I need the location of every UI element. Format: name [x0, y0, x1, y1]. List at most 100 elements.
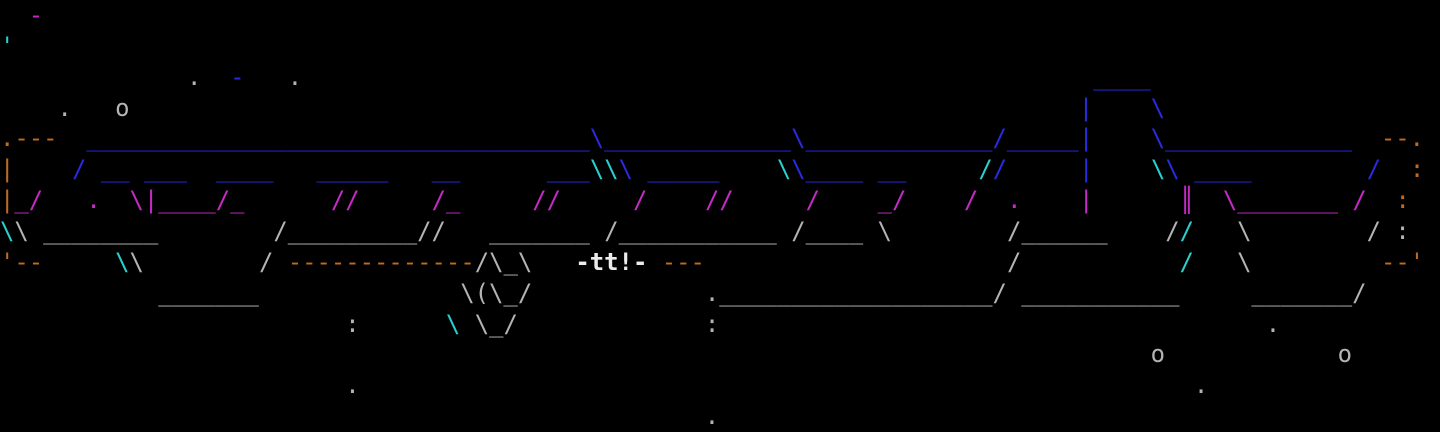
art-segment-orange: | [0, 186, 15, 215]
art-segment-gray: / [1352, 278, 1367, 307]
art-segment-gray: // [417, 217, 446, 246]
art-segment-gray: ___________ [618, 217, 777, 246]
art-segment-gray: . [1193, 371, 1209, 400]
art-segment-blue: _____ [1006, 124, 1079, 153]
art-segment-gray: ________ [43, 217, 159, 246]
art-segment-gray: _______ [1251, 278, 1353, 307]
art-segment-gray: / [992, 278, 1007, 307]
art-segment-orange: --. [1380, 124, 1425, 153]
art-segment-gray: . [704, 402, 720, 431]
art-segment-orange: --- [661, 247, 705, 276]
art-segment-orange: '-- [0, 247, 44, 276]
art-segment-blue: __ [100, 155, 130, 184]
art-segment-gray: \ [1237, 217, 1252, 246]
art-segment-gray: : [345, 309, 360, 338]
art-segment-gray: ___________ [1021, 278, 1180, 307]
art-segment-gray: \(\_/ [460, 278, 533, 307]
art-segment-magenta: // [704, 186, 734, 215]
art-segment-orange: ------------- [287, 247, 475, 276]
art-segment-gray: : [1395, 217, 1410, 246]
art-segment-gray: \ [14, 217, 29, 246]
art-segment-blue: ____ [1194, 155, 1252, 184]
art-segment-magenta: ║ [1179, 186, 1195, 215]
art-segment-gray: / [258, 247, 274, 276]
art-segment-blue: \ [1150, 93, 1166, 122]
art-segment-blue: _____________ [604, 124, 792, 153]
art-segment-magenta: // [532, 186, 562, 215]
art-segment-gray: \ [129, 247, 144, 276]
art-segment-orange: | [0, 155, 15, 184]
art-segment-magenta: . [86, 186, 101, 215]
art-segment-blue: __ [877, 155, 907, 184]
art-segment-blue: - [230, 62, 245, 91]
art-segment-magenta: / [1352, 186, 1367, 215]
art-segment-orange: : [1409, 155, 1425, 184]
art-segment-blue: _____ [316, 155, 389, 184]
art-segment-gray: ___________________ [719, 278, 993, 307]
art-segment-gray: . [186, 62, 202, 91]
art-segment-blue: _____________ [1165, 124, 1353, 153]
art-segment-gray: . [287, 62, 303, 91]
art-segment-blue: \ [791, 124, 806, 153]
art-segment-blue: ___ [546, 155, 590, 184]
art-segment-magenta: // [330, 186, 360, 215]
art-segment-orange: : [1395, 186, 1410, 215]
art-segment-magenta: _/ [14, 186, 44, 215]
art-segment-gray: ____ [805, 217, 864, 246]
art-segment-blue: / [71, 155, 87, 184]
art-segment-magenta: /_ [431, 186, 461, 215]
art-segment-blue: ____ [215, 155, 274, 184]
art-segment-gray: o [1150, 340, 1166, 369]
art-segment-blue: / [992, 155, 1008, 184]
art-segment-gray: ______ [1021, 217, 1108, 246]
art-segment-blue: | [1079, 155, 1094, 184]
art-segment-blue: \ [618, 155, 634, 184]
art-segment-magenta: / [963, 186, 979, 215]
art-segment-blue: \ [589, 124, 605, 153]
art-segment-blue: \ [1150, 124, 1166, 153]
art-segment-blue: \ [1165, 155, 1180, 184]
art-segment-gray: _______ [158, 278, 259, 307]
art-segment-gray: / [1165, 217, 1180, 246]
art-segment-orange: --' [1380, 247, 1425, 276]
art-segment-magenta: _/ [877, 186, 907, 215]
art-segment-gray: _______ [489, 217, 590, 246]
art-segment-gray: . [1265, 309, 1281, 338]
art-segment-cyan: / [1179, 247, 1194, 276]
art-segment-blue: _____________ [805, 124, 993, 153]
art-segment-gray: . [704, 278, 720, 307]
art-segment-cyan: / [978, 155, 993, 184]
art-segment-gray: \_/ [474, 309, 518, 338]
art-segment-gray: /_________ [273, 217, 418, 246]
art-segment-gray: / [1366, 217, 1382, 246]
art-segment-blue: _____ [647, 155, 720, 184]
art-segment-white: -tt!- [575, 247, 648, 276]
art-segment-gray: . [57, 93, 72, 122]
art-segment-blue: / [992, 124, 1007, 153]
art-segment-blue: | [1078, 124, 1094, 153]
art-segment-gray: o [1337, 340, 1353, 369]
art-segment-magenta: - [28, 1, 44, 29]
art-segment-magenta: / [633, 186, 648, 215]
art-segment-magenta: \_______ [1222, 186, 1338, 215]
art-segment-magenta: / [805, 186, 821, 215]
art-segment-blue: / [1366, 155, 1382, 184]
art-segment-gray: / [604, 217, 619, 246]
art-segment-gray: / [1006, 247, 1022, 276]
art-segment-blue: | [1078, 93, 1094, 122]
art-segment-cyan: \\ [589, 155, 619, 184]
art-segment-cyan: \ [0, 217, 15, 246]
art-segment-blue: ___________________________________ [86, 124, 590, 153]
art-segment-cyan: \ [115, 247, 130, 276]
art-segment-magenta: . [1007, 186, 1022, 215]
art-segment-blue: __ [431, 155, 461, 184]
art-segment-orange: .--- [0, 124, 58, 153]
art-segment-cyan: \ [1150, 155, 1166, 184]
art-segment-gray: : [704, 309, 720, 338]
art-segment-gray: / [791, 217, 806, 246]
art-segment-gray: / [1006, 217, 1022, 246]
art-segment-cyan: \ [445, 309, 461, 338]
art-segment-cyan: \ [776, 155, 792, 184]
